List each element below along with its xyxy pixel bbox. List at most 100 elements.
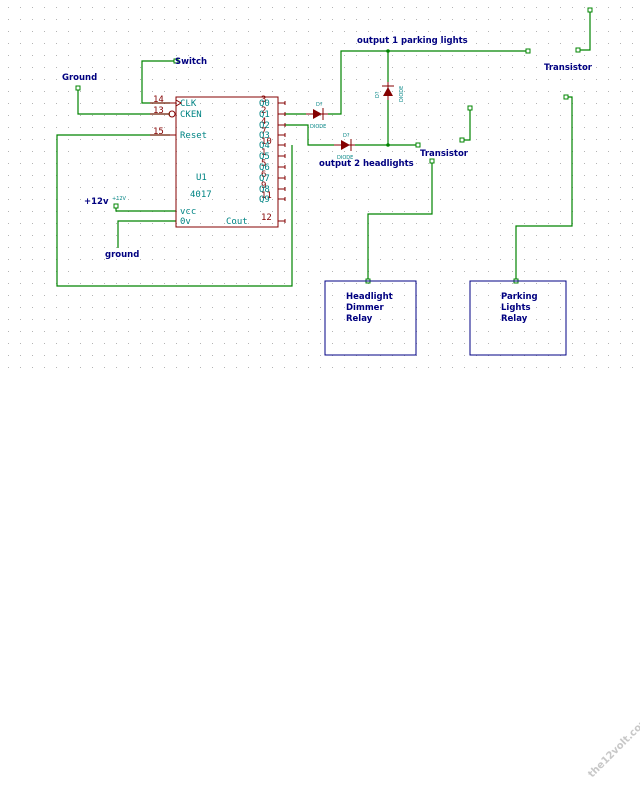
grid-dot <box>320 163 321 164</box>
ic-pin-number: 1 <box>261 148 266 158</box>
grid-dot <box>92 331 93 332</box>
grid-dot <box>632 259 633 260</box>
diode-d2[interactable]: D? DIODE <box>334 133 355 161</box>
grid-dot <box>32 67 33 68</box>
grid-dot <box>596 295 597 296</box>
grid-dot <box>536 211 537 212</box>
grid-dot <box>260 271 261 272</box>
diode-d1[interactable]: D? DIODE <box>306 102 328 130</box>
grid-dot <box>344 139 345 140</box>
grid-dot <box>416 115 417 116</box>
cken-invert-bubble <box>168 110 176 118</box>
watermark: the12volt.com <box>586 715 640 780</box>
grid-dot <box>464 307 465 308</box>
grid-dot <box>200 319 201 320</box>
grid-dot <box>344 331 345 332</box>
grid-dot <box>452 115 453 116</box>
grid-dot <box>272 31 273 32</box>
grid-dot <box>452 223 453 224</box>
endpoint-transistor2-b[interactable] <box>467 105 473 111</box>
grid-dot <box>536 7 537 8</box>
grid-dot <box>368 79 369 80</box>
grid-dot <box>260 139 261 140</box>
grid-dot <box>200 127 201 128</box>
grid-dot <box>488 43 489 44</box>
grid-dot <box>92 259 93 260</box>
endpoint-transistor1-out[interactable] <box>563 94 569 100</box>
grid-dot <box>356 235 357 236</box>
grid-dot <box>368 19 369 20</box>
grid-dot <box>140 67 141 68</box>
grid-dot <box>428 211 429 212</box>
endpoint-vcc[interactable] <box>113 203 119 209</box>
grid-dot <box>476 367 477 368</box>
endpoint-transistor2-a[interactable] <box>459 137 465 143</box>
grid-dot <box>236 319 237 320</box>
grid-dot <box>392 7 393 8</box>
grid-dot <box>332 199 333 200</box>
parking-relay-box <box>469 280 567 356</box>
grid-dot <box>128 151 129 152</box>
endpoint-transistor2-out[interactable] <box>429 158 435 164</box>
grid-dot <box>308 91 309 92</box>
grid-dot <box>380 31 381 32</box>
grid-dot <box>272 235 273 236</box>
grid-dot <box>548 235 549 236</box>
grid-dot <box>56 103 57 104</box>
grid-dot <box>632 343 633 344</box>
endpoint-transistor2-in[interactable] <box>415 142 421 148</box>
grid-dot <box>308 43 309 44</box>
endpoint-transistor1[interactable] <box>575 47 581 53</box>
grid-dot <box>140 307 141 308</box>
grid-dot <box>512 343 513 344</box>
grid-dot <box>620 223 621 224</box>
headlight-dimmer-relay[interactable]: Headlight Dimmer Relay <box>324 280 417 356</box>
grid-dot <box>44 7 45 8</box>
grid-dot <box>524 115 525 116</box>
grid-dot <box>536 67 537 68</box>
grid-dot <box>92 127 93 128</box>
grid-dot <box>284 43 285 44</box>
grid-dot <box>308 295 309 296</box>
grid-dot <box>80 319 81 320</box>
grid-dot <box>32 211 33 212</box>
ic-pin-name: Reset <box>180 131 207 141</box>
endpoint-switch[interactable] <box>173 58 179 64</box>
grid-dot <box>200 295 201 296</box>
grid-dot <box>332 19 333 20</box>
grid-dot <box>356 139 357 140</box>
grid-dot <box>476 115 477 116</box>
parking-lights-relay[interactable]: Parking Lights Relay <box>469 280 567 356</box>
grid-dot <box>560 67 561 68</box>
headlight-relay-line1: Headlight <box>346 292 393 302</box>
endpoint-output1[interactable] <box>525 48 531 54</box>
grid-dot <box>188 127 189 128</box>
grid-dot <box>284 55 285 56</box>
grid-dot <box>296 151 297 152</box>
grid-dot <box>344 91 345 92</box>
endpoint-transistor1-top[interactable] <box>587 7 593 13</box>
grid-dot <box>296 127 297 128</box>
grid-dot <box>344 199 345 200</box>
ic-pin-number: 13 <box>153 106 164 116</box>
grid-dot <box>200 139 201 140</box>
grid-dot <box>512 283 513 284</box>
grid-dot <box>440 91 441 92</box>
grid-dot <box>92 31 93 32</box>
grid-dot <box>248 223 249 224</box>
grid-dot <box>128 43 129 44</box>
grid-dot <box>476 319 477 320</box>
grid-dot <box>200 211 201 212</box>
grid-dot <box>596 31 597 32</box>
grid-dot <box>548 259 549 260</box>
grid-dot <box>296 103 297 104</box>
endpoint-ground[interactable] <box>75 85 81 91</box>
grid-dot <box>188 19 189 20</box>
grid-dot <box>464 151 465 152</box>
grid-dot <box>260 127 261 128</box>
diode-d3[interactable]: D? DIODE <box>375 82 405 102</box>
grid-dot <box>68 223 69 224</box>
grid-dot <box>536 295 537 296</box>
grid-dot <box>632 127 633 128</box>
